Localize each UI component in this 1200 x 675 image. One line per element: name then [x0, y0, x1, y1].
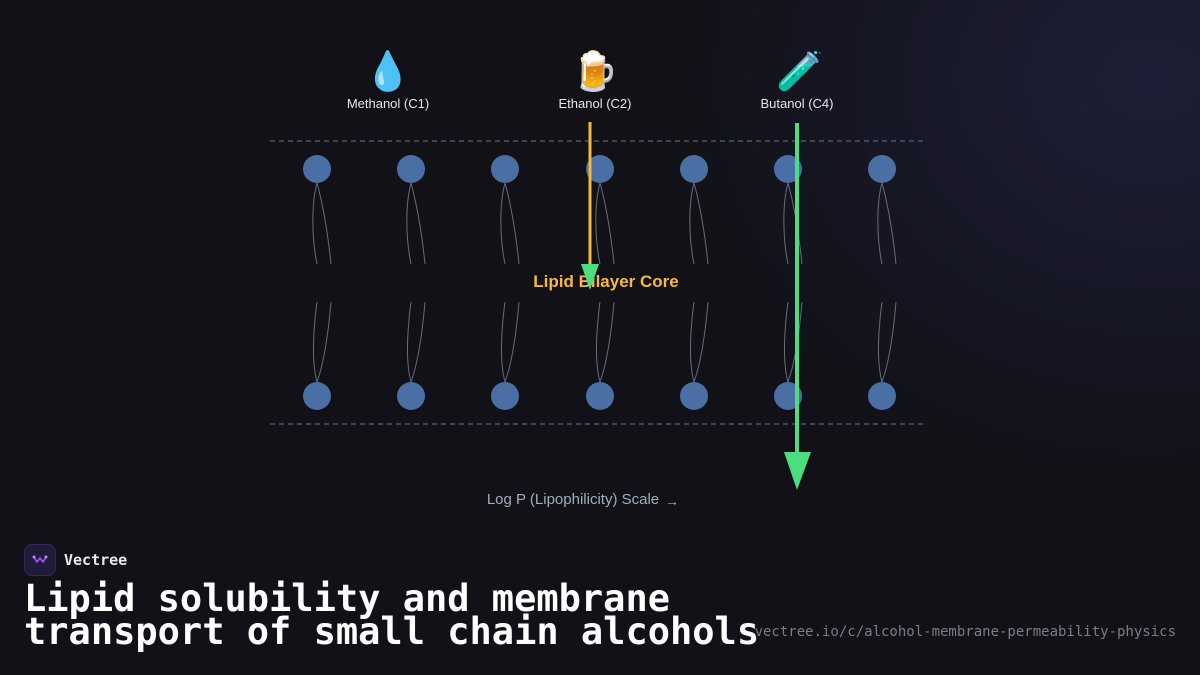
scale-arrow-icon: → [665, 493, 679, 509]
lipid-head [397, 382, 425, 410]
molecule-ethanol: 🍺 Ethanol (C2) [559, 48, 632, 111]
lipid-tail-upper [595, 182, 615, 265]
molecule-label-butanol: Butanol (C4) [761, 96, 834, 111]
water-drop-icon: 💧 [364, 49, 411, 93]
source-url[interactable]: vectree.io/c/alcohol-membrane-permeabili… [754, 624, 1176, 640]
lipid-tail-lower [596, 301, 615, 383]
lipid-tail-lower [407, 301, 426, 383]
lipid-tail-upper [500, 182, 520, 265]
lipid-tail-upper [406, 182, 426, 265]
lipid-head [491, 382, 519, 410]
lipid-tail-upper [877, 182, 897, 265]
butanol-diffusion-arrow-head [784, 452, 811, 490]
lipid-tail-lower [313, 301, 332, 383]
lipid-head [586, 382, 614, 410]
lipid-head [680, 155, 708, 183]
lipid-head [303, 382, 331, 410]
lipid-tail-lower [501, 301, 520, 383]
lipid-tail-upper [312, 182, 332, 265]
ethanol-diffusion-arrow-head [581, 264, 599, 290]
lipid-tail-upper [689, 182, 709, 265]
lipid-head [397, 155, 425, 183]
beer-mug-icon: 🍺 [571, 48, 618, 93]
lipid-tail-upper [783, 182, 803, 265]
page-title: Lipid solubility and membrane transport … [24, 577, 760, 653]
molecule-butanol: 🧪 Butanol (C4) [761, 50, 834, 111]
log-p-scale-label: Log P (Lipophilicity) Scale [487, 491, 659, 508]
lipid-head [491, 155, 519, 183]
lipid-head [868, 155, 896, 183]
molecule-methanol: 💧 Methanol (C1) [347, 49, 429, 111]
molecule-label-methanol: Methanol (C1) [347, 96, 429, 111]
phospholipid-layer [303, 155, 897, 410]
lipid-head [868, 382, 896, 410]
bilayer-core-label: Lipid Bilayer Core [533, 272, 678, 291]
lipid-head [680, 382, 708, 410]
lipid-head [586, 155, 614, 183]
lipid-head [303, 155, 331, 183]
molecule-label-ethanol: Ethanol (C2) [559, 96, 632, 111]
brand: Vectree [24, 544, 127, 576]
brand-name: Vectree [64, 551, 128, 569]
test-tube-icon: 🧪 [776, 50, 823, 93]
lipid-tail-lower [784, 301, 803, 383]
vectree-logo-icon [24, 544, 56, 576]
lipid-tail-lower [878, 301, 897, 383]
lipid-tail-lower [690, 301, 709, 383]
